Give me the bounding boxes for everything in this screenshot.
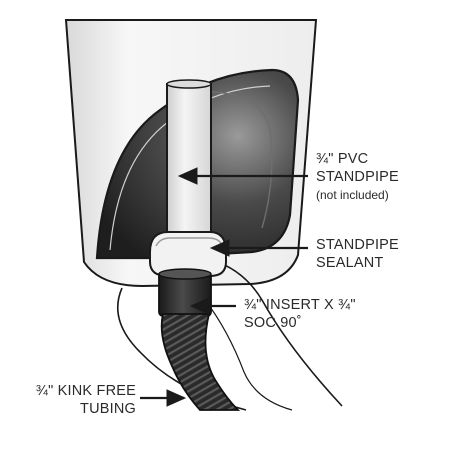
label-standpipe: ¾" PVC STANDPIPE (not included) (316, 150, 399, 204)
label-sealant: STANDPIPE SEALANT (316, 236, 399, 272)
label-insert-line1: ¾" INSERT X ¾" (244, 297, 356, 313)
label-standpipe-line1: ¾" PVC (316, 151, 369, 167)
label-standpipe-note: (not included) (316, 188, 389, 202)
floor-line-inner (204, 299, 293, 411)
label-insert: ¾" INSERT X ¾" SOC 90˚ (244, 296, 356, 332)
label-sealant-line2: SEALANT (316, 255, 384, 271)
pvc-standpipe-top (166, 79, 212, 89)
label-insert-line2: SOC 90˚ (244, 315, 302, 331)
label-tubing: ¾" KINK FREE TUBING (20, 382, 136, 418)
label-standpipe-line2: STANDPIPE (316, 169, 399, 185)
label-tubing-line2: TUBING (80, 401, 136, 417)
kink-free-tubing (160, 313, 241, 411)
floor-line-right (211, 259, 343, 407)
label-tubing-line1: ¾" KINK FREE (35, 383, 136, 399)
standpipe-sealant (149, 231, 227, 277)
insert-fitting-rim (158, 268, 212, 280)
recess-inner-shadow (211, 91, 273, 229)
label-sealant-line1: STANDPIPE (316, 237, 399, 253)
